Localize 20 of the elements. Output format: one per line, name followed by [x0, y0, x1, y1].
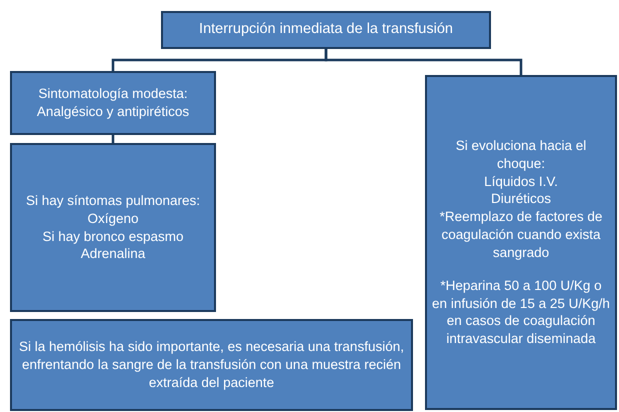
process-box — [10, 319, 413, 411]
box-text: Oxígeno — [87, 210, 139, 228]
box-text: *Heparina 50 a 100 U/Kg o en infusión de 15 a 25 U/Kg/h en casos de coagulación intravascular diseminada — [431, 276, 611, 348]
box-text: Interrupción inmediata de la transfusión — [199, 20, 453, 40]
box-text: Si evoluciona hacia el choque: — [454, 137, 588, 173]
process-box — [10, 71, 216, 135]
box-text: Sintomatología modesta: — [38, 85, 188, 103]
process-box — [161, 11, 491, 49]
process-box — [10, 143, 216, 312]
box-text: Analgésico y antipiréticos — [36, 103, 190, 121]
box-text: Adrenalina — [80, 245, 146, 264]
box-text: Líquidos I.V. — [484, 172, 558, 190]
box-text: Si hay bronco espasmo — [42, 228, 184, 246]
box-text: *Reemplazo de factores de coagulación cuando exista sangrado — [438, 208, 604, 262]
process-box — [425, 75, 617, 410]
box-text: Si la hemólisis ha sido importante, es necesaria una transfusión, enfrentando la sangre de la transfusión con una muestra recién extraída del paciente — [18, 338, 405, 392]
connector-line — [112, 135, 114, 143]
box-text: Si hay síntomas pulmonares: — [26, 192, 200, 210]
box-text: Diuréticos — [490, 190, 552, 208]
connector-line — [324, 49, 522, 75]
